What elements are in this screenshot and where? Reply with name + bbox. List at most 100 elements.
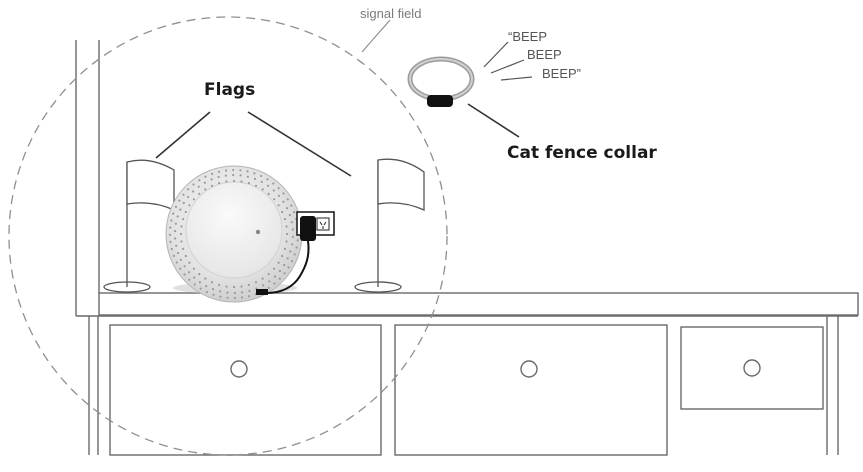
base-station-perforation (199, 287, 202, 290)
base-station-perforation (179, 232, 183, 236)
base-station-perforation (281, 210, 284, 214)
base-station-perforation (268, 280, 271, 283)
base-station-perforation (224, 174, 227, 177)
base-station-perforation (170, 247, 173, 251)
base-station-perforation (283, 263, 286, 267)
base-station-perforation (260, 180, 263, 183)
base-station-perforation (247, 182, 250, 185)
base-station-perforation (182, 201, 185, 205)
base-station-perforation (179, 208, 182, 211)
base-station-perforation (283, 218, 286, 221)
base-station-perforation (273, 198, 276, 201)
base-station-perforation (204, 277, 207, 280)
base-station-perforation (283, 247, 286, 250)
base-station-perforation (267, 273, 270, 276)
collar-label: Cat fence collar (507, 143, 657, 163)
base-station-perforation (253, 172, 256, 175)
base-station-perforation (184, 254, 187, 258)
base-station-perforation (282, 200, 285, 203)
signal-field-leader (361, 19, 391, 53)
base-station-perforation (210, 184, 214, 187)
base-station-perforation (272, 182, 275, 185)
base-station-perforation (182, 247, 185, 250)
base-station-perforation (179, 267, 182, 270)
base-station-perforation (296, 239, 299, 242)
base-station-perforation (240, 296, 243, 299)
beep-label-1: “BEEP (508, 29, 548, 44)
wall (75, 40, 100, 316)
base-station-perforation (183, 273, 186, 276)
base-station-perforation (286, 257, 289, 260)
base-station-perforation (192, 190, 195, 193)
base-station-perforation (239, 169, 242, 172)
base-station-perforation (266, 178, 269, 181)
base-station-perforation (175, 244, 178, 247)
base-station-perforation (217, 175, 220, 179)
base-station-perforation (290, 204, 293, 207)
base-station-perforation (290, 260, 294, 263)
power-plug (256, 216, 316, 295)
base-station-perforation (180, 225, 183, 228)
base-station-perforation (232, 285, 236, 289)
base-station-perforation (198, 192, 201, 195)
base-station-perforation (203, 181, 206, 184)
base-station-perforation (277, 194, 281, 197)
base-station-perforation (172, 254, 175, 257)
base-station-perforation (168, 233, 172, 236)
base-station-perforation (277, 187, 280, 190)
cat-collar (407, 56, 475, 107)
base-station-perforation (205, 290, 208, 294)
base-station-perforation (272, 189, 275, 192)
beep-label-3: BEEP” (542, 66, 582, 81)
base-station-perforation (291, 243, 294, 246)
base-station-perforation (219, 295, 222, 298)
flags-label: Flags (204, 80, 256, 100)
signal-field-label: signal field (360, 6, 422, 21)
base-station-perforation (291, 228, 294, 231)
base-station-perforation (205, 285, 208, 288)
base-station-perforation (192, 183, 195, 186)
base-station-perforation (283, 272, 286, 275)
base-station-perforation (182, 218, 185, 221)
base-station-perforation (246, 170, 249, 173)
base-station-perforation (176, 215, 179, 218)
base-station-perforation (211, 172, 214, 175)
base-station-perforation (232, 179, 236, 183)
base-station-perforation (261, 277, 264, 280)
base-station-perforation (193, 283, 196, 286)
base-station-perforation (180, 240, 183, 243)
base-station-perforation (193, 276, 196, 279)
base-station-perforation (293, 211, 296, 214)
base-station-perforation (285, 240, 288, 243)
base-station-perforation (192, 267, 195, 270)
base-station-perforation (295, 246, 298, 249)
base-station-perforation (210, 281, 214, 284)
base-station-perforation (169, 240, 172, 243)
base-station-perforation (278, 277, 281, 280)
base-station-perforation (174, 222, 177, 225)
base-station-perforation (187, 188, 190, 191)
base-station-perforation (170, 219, 173, 222)
base-station-perforation (188, 204, 191, 207)
base-station-perforation (174, 237, 177, 240)
base-station-perforation (192, 198, 195, 201)
base-station-perforation (211, 288, 215, 291)
base-station-perforation (267, 192, 270, 195)
base-station-perforation (226, 291, 229, 294)
base-station-perforation (232, 168, 235, 172)
base-station-perforation (218, 283, 221, 286)
flags-leaders (155, 111, 352, 177)
base-station-perforation (188, 278, 191, 281)
base-station-perforation (254, 281, 258, 284)
base-station-perforation (273, 275, 276, 278)
base-station-perforation (187, 271, 191, 274)
base-station (165, 165, 303, 303)
base-station-perforation (232, 173, 235, 177)
base-station-perforation (286, 207, 289, 210)
base-station-perforation (291, 235, 294, 238)
base-station-perforation (217, 170, 221, 173)
base-station-perforation (254, 184, 258, 187)
base-station-perforation (225, 180, 228, 183)
sideboard-top (98, 292, 859, 316)
